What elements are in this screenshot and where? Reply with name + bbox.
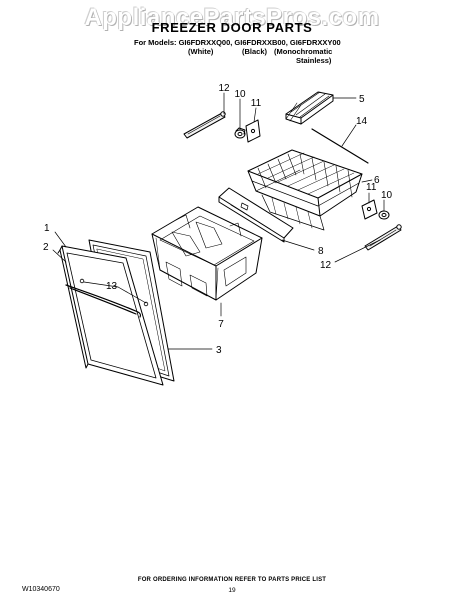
callout-numbers: 12 10 11 5 14 6 11 10 12 8 7 1 2 13 3 [43,83,393,356]
part-outer-door-panel [57,245,164,386]
callout-12-top: 12 [218,83,230,94]
part-divider-panel [218,187,294,243]
callout-8: 8 [318,246,324,257]
callout-11-right: 11 [366,182,377,193]
callout-10-right: 10 [381,190,393,201]
page-title: FREEZER DOOR PARTS [151,20,313,35]
callout-12-right: 12 [320,260,332,271]
callout-6: 6 [374,175,380,186]
callout-14: 14 [356,116,368,127]
callout-5: 5 [359,94,365,105]
callout-10-top: 10 [234,89,246,100]
part-door-handle [65,284,141,318]
variant-black: (Black) [242,47,268,56]
callout-1: 1 [44,223,50,234]
ordering-info-note: FOR ORDERING INFORMATION REFER TO PARTS … [137,577,327,583]
part-door-inner-frame [66,252,157,379]
page-number: 19 [228,587,236,594]
part-slide-rod-right [364,224,402,251]
part-bracket-right [361,199,378,220]
variant-white: (White) [188,47,214,56]
document-number: W10340670 [22,586,60,593]
models-line: For Models: GI6FDRXXQ00, GI6FDRXXB00, GI… [134,38,341,47]
part-handle-screws [79,278,149,307]
callout-13: 13 [106,281,118,292]
callout-3: 3 [216,345,222,356]
watermark: AppliancePartsPros.com [84,4,380,31]
part-wire-basket [247,149,363,231]
part-lower-bin [151,206,263,301]
part-bushing-right [378,210,390,220]
callout-7: 7 [218,319,224,330]
part-wire-rod [311,128,369,164]
variant-stainless: Stainless) [296,56,332,65]
part-slide-rod-top [183,111,226,139]
callout-2: 2 [43,242,49,253]
variant-monochromatic: (Monochromatic [274,47,333,56]
part-basket-rail [285,91,334,125]
leader-lines [52,92,385,350]
part-bracket-top [245,119,261,143]
callout-11-top: 11 [251,98,262,109]
